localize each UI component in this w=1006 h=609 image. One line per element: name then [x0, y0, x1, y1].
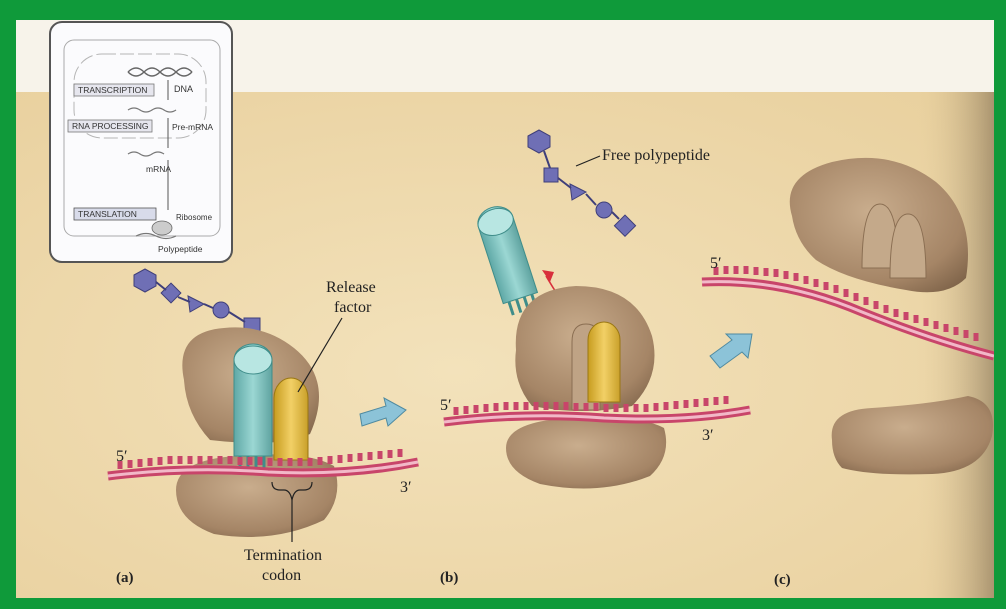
three-prime-a: 3′: [400, 479, 412, 496]
release-factor-label-line1: Release: [326, 279, 376, 296]
five-prime-b: 5′: [440, 397, 452, 414]
inset-ribosome: Ribosome: [176, 213, 213, 222]
circle-residue: [213, 302, 229, 318]
inset-transcription: TRANSCRIPTION: [78, 85, 147, 95]
inset-polypeptide: Polypeptide: [158, 244, 203, 254]
inset-translation: TRANSLATION: [78, 209, 137, 219]
release-factor-label-line2: factor: [334, 299, 372, 316]
release-factor-b: [588, 322, 620, 402]
inset-card: [50, 22, 232, 262]
five-prime-a: 5′: [116, 448, 128, 465]
release-factor-a: [274, 378, 308, 460]
three-prime-b: 3′: [702, 427, 714, 444]
panel-b-label: (b): [440, 570, 458, 586]
panel-c-label: (c): [774, 572, 791, 588]
translation-termination-diagram: DNA TRANSCRIPTION RNA PROCESSING Pre-mRN…: [16, 20, 994, 598]
free-polypeptide-label: Free polypeptide: [602, 147, 710, 164]
inset-dna: DNA: [174, 84, 193, 94]
mini-ribosome-icon: [152, 221, 172, 235]
trna-top-a: [234, 346, 272, 374]
square-residue-b1: [544, 168, 558, 182]
overview-inset: DNA TRANSCRIPTION RNA PROCESSING Pre-mRN…: [50, 22, 232, 262]
small-ribosomal-subunit-b: [506, 417, 666, 488]
circle-residue-b: [596, 202, 612, 218]
panel-a-label: (a): [116, 570, 134, 586]
inset-rna-processing: RNA PROCESSING: [72, 121, 149, 131]
five-prime-c: 5′: [710, 255, 722, 272]
termination-label-line2: codon: [262, 567, 301, 584]
figure-panel: DNA TRANSCRIPTION RNA PROCESSING Pre-mRN…: [16, 20, 994, 598]
inset-pre-mrna: Pre-mRNA: [172, 122, 213, 132]
termination-label-line1: Termination: [244, 547, 322, 564]
